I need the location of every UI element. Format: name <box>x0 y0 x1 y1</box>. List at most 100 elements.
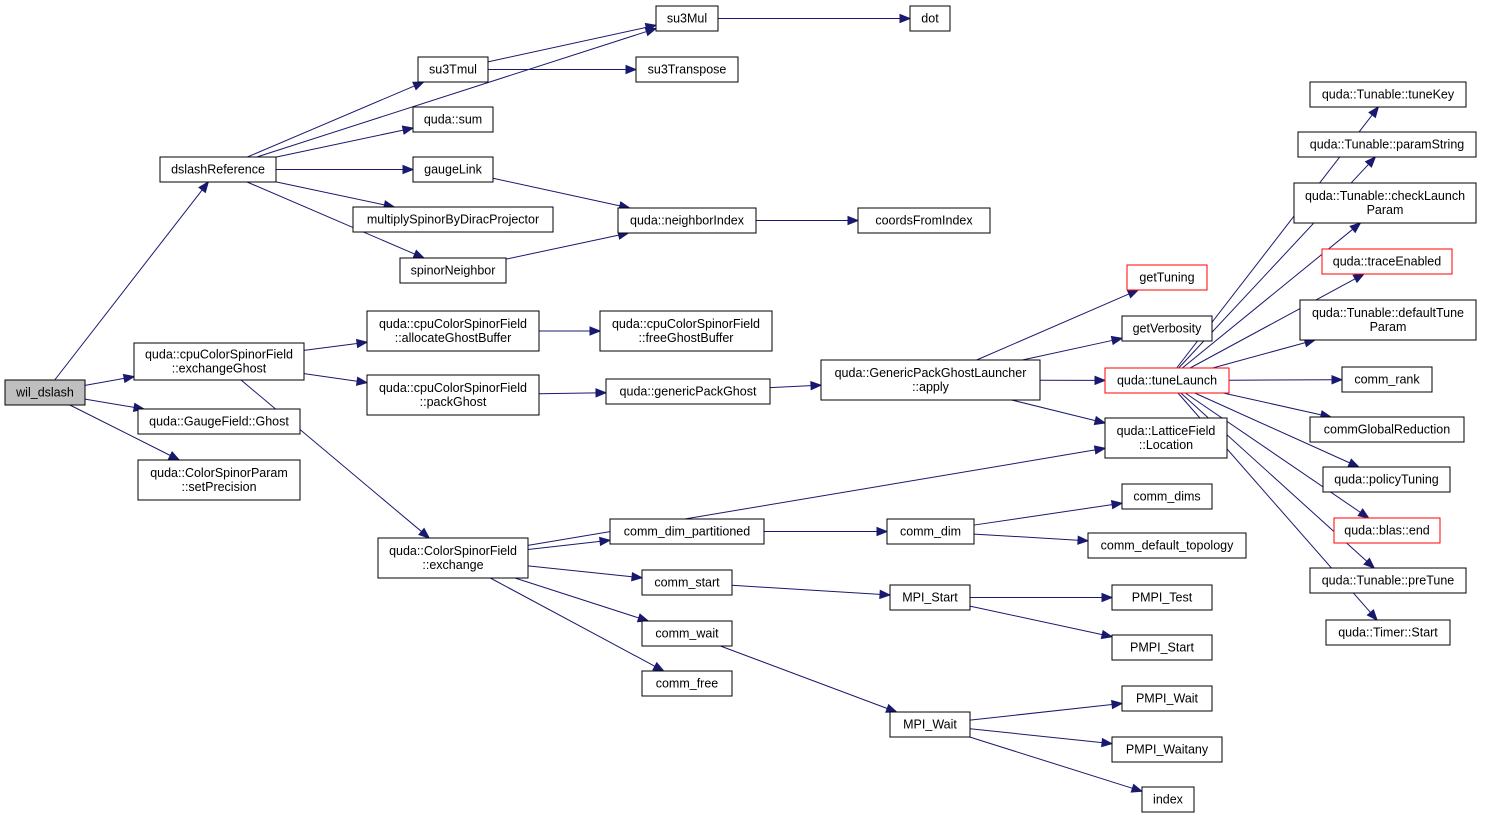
edge-mpi-wait-to-pmpi-wait <box>969 704 1113 721</box>
node-box <box>377 537 529 579</box>
node-comm-wait[interactable]: comm_wait <box>641 620 733 647</box>
node-mpi-start[interactable]: MPI_Start <box>889 584 971 611</box>
node-index[interactable]: index <box>1141 786 1195 813</box>
node-box <box>1121 315 1213 342</box>
node-box <box>137 408 301 435</box>
arrowhead-launcherapply-to-tunelaunch <box>1094 375 1107 386</box>
node-location[interactable]: quda::LatticeField::Location <box>1104 417 1228 459</box>
node-coordsfromindex[interactable]: coordsFromIndex <box>857 207 991 234</box>
node-comm-dim[interactable]: comm_dim <box>886 518 975 545</box>
node-wil-dslash: wil_dslash <box>4 379 86 406</box>
arrowhead-wil-dslash-to-exchangeghost <box>122 373 136 384</box>
node-neighborindex[interactable]: quda::neighborIndex <box>617 207 757 234</box>
node-pretune[interactable]: quda::Tunable::preTune <box>1309 567 1467 594</box>
node-dot[interactable]: dot <box>909 5 951 32</box>
node-multiplyspinor[interactable]: multiplySpinorByDiracProjector <box>352 206 554 233</box>
node-comm-rank[interactable]: comm_rank <box>1341 366 1433 393</box>
node-mpi-wait[interactable]: MPI_Wait <box>889 711 971 738</box>
node-box <box>609 518 765 545</box>
node-box <box>641 620 733 647</box>
edge-tunelaunch-to-commglobalreduction <box>1223 392 1322 416</box>
node-setprecision[interactable]: quda::ColorSpinorParam::setPrecision <box>137 459 301 501</box>
node-label: dslashReference <box>171 163 265 177</box>
node-box <box>857 207 991 234</box>
node-packghost[interactable]: quda::cpuColorSpinorField::packGhost <box>366 374 540 416</box>
arrowhead-tunelaunch-to-comm-rank <box>1331 375 1344 385</box>
node-box <box>1309 567 1467 594</box>
edge-launcherapply-to-location <box>1011 399 1096 422</box>
node-sum[interactable]: quda::sum <box>412 106 494 133</box>
edge-dslashreference-to-su3mul <box>256 31 647 158</box>
node-paramstring[interactable]: quda::Tunable::paramString <box>1297 131 1477 158</box>
node-pmpi-waitany[interactable]: PMPI_Waitany <box>1111 736 1223 763</box>
edge-gaugelink-to-neighborindex <box>492 177 620 207</box>
node-box <box>1111 736 1223 763</box>
node-blasend[interactable]: quda::blas::end <box>1333 517 1441 544</box>
arrowhead-neighborindex-to-coordsfromindex <box>847 215 860 226</box>
node-label: comm_dims <box>1133 490 1200 504</box>
edge-wil-dslash-to-dslashreference <box>54 189 203 381</box>
node-box <box>1121 685 1213 712</box>
node-box <box>1087 532 1247 559</box>
node-pmpi-test[interactable]: PMPI_Test <box>1111 584 1213 611</box>
node-timerstart[interactable]: quda::Timer::Start <box>1325 619 1451 646</box>
node-pmpi-wait[interactable]: PMPI_Wait <box>1121 685 1213 712</box>
node-gettuning[interactable]: getTuning <box>1126 264 1208 291</box>
node-comm-default-topology[interactable]: comm_default_topology <box>1087 532 1247 559</box>
node-box <box>137 459 301 501</box>
node-label: quda::cpuColorSpinorField <box>379 381 527 395</box>
node-su3mul[interactable]: su3Mul <box>655 5 719 32</box>
node-label: ::freeGhostBuffer <box>639 331 734 345</box>
node-label: PMPI_Waitany <box>1126 743 1209 757</box>
node-label: comm_dim <box>900 525 961 539</box>
node-su3tmul[interactable]: su3Tmul <box>417 56 489 83</box>
node-exchangeghost[interactable]: quda::cpuColorSpinorField::exchangeGhost <box>133 342 305 381</box>
node-label: quda::GaugeField::Ghost <box>149 415 289 429</box>
node-exchange[interactable]: quda::ColorSpinorField::exchange <box>377 537 529 579</box>
node-gaugeghost[interactable]: quda::GaugeField::Ghost <box>137 408 301 435</box>
node-label: PMPI_Wait <box>1136 692 1199 706</box>
node-box <box>133 342 305 381</box>
node-genericpackghost[interactable]: quda::genericPackGhost <box>605 378 771 405</box>
node-comm-free[interactable]: comm_free <box>641 670 733 697</box>
node-spinorneighbor[interactable]: spinorNeighbor <box>399 257 507 284</box>
edge-genericpackghost-to-launcherapply <box>769 385 812 389</box>
edge-comm-dim-to-comm-default-topology <box>973 533 1079 541</box>
node-box <box>886 518 975 545</box>
node-policytuning[interactable]: quda::policyTuning <box>1322 466 1451 493</box>
node-label: index <box>1153 793 1184 807</box>
node-su3transpose[interactable]: su3Transpose <box>635 56 739 83</box>
node-comm-dims[interactable]: comm_dims <box>1121 483 1213 510</box>
arrowhead-exchange-to-comm-start <box>631 571 644 582</box>
node-freeghostbuffer[interactable]: quda::cpuColorSpinorField::freeGhostBuff… <box>599 310 773 352</box>
arrowhead-exchange-to-comm-dim-partitioned <box>599 536 612 547</box>
node-allocateghostbuffer[interactable]: quda::cpuColorSpinorField::allocateGhost… <box>366 310 540 352</box>
node-box <box>820 359 1041 401</box>
node-gaugelink[interactable]: gaugeLink <box>412 156 494 183</box>
node-tunelaunch[interactable]: quda::tuneLaunch <box>1104 367 1230 394</box>
node-box <box>4 379 86 406</box>
node-label: getVerbosity <box>1133 322 1203 336</box>
node-label: quda::genericPackGhost <box>620 385 757 399</box>
node-tunekey[interactable]: quda::Tunable::tuneKey <box>1309 81 1467 108</box>
node-pmpi-start[interactable]: PMPI_Start <box>1111 634 1213 661</box>
node-box <box>1111 634 1213 661</box>
arrowhead-comm-wait-to-mpi-wait <box>885 703 898 713</box>
node-getverbosity[interactable]: getVerbosity <box>1121 315 1213 342</box>
node-box <box>641 569 733 596</box>
node-label: quda::Timer::Start <box>1338 626 1438 640</box>
arrowhead-mpi-start-to-pmpi-test <box>1101 592 1114 603</box>
node-label: multiplySpinorByDiracProjector <box>367 213 539 227</box>
node-label: commGlobalReduction <box>1324 423 1450 437</box>
node-comm-dim-partitioned[interactable]: comm_dim_partitioned <box>609 518 765 545</box>
node-traceenabled[interactable]: quda::traceEnabled <box>1321 248 1453 275</box>
edge-exchange-to-comm-start <box>527 565 633 578</box>
node-launcherapply[interactable]: quda::GenericPackGhostLauncher::apply <box>820 359 1041 401</box>
node-commglobalreduction[interactable]: commGlobalReduction <box>1309 416 1465 443</box>
node-comm-start[interactable]: comm_start <box>641 569 733 596</box>
node-dslashreference[interactable]: dslashReference <box>159 156 277 183</box>
node-label: quda::ColorSpinorField <box>389 544 517 558</box>
node-box <box>617 207 757 234</box>
